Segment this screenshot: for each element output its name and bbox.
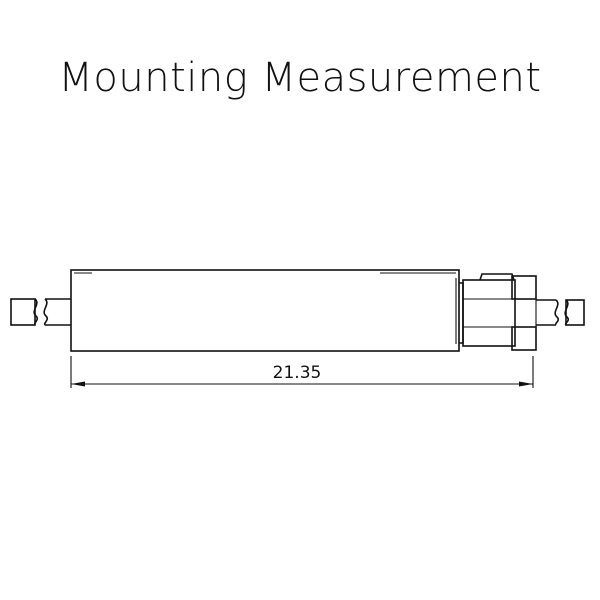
arrow-left-icon — [71, 381, 85, 387]
arrow-right-icon — [519, 381, 533, 387]
dimension-label: 21.35 — [273, 363, 322, 383]
cylindrical-body-icon — [70, 269, 460, 352]
page-title: Mounting Measurement — [58, 55, 542, 101]
connector-cap-icon — [459, 273, 585, 351]
left-pin-icon — [10, 298, 71, 326]
dimension-line: 21.35 — [70, 356, 534, 388]
